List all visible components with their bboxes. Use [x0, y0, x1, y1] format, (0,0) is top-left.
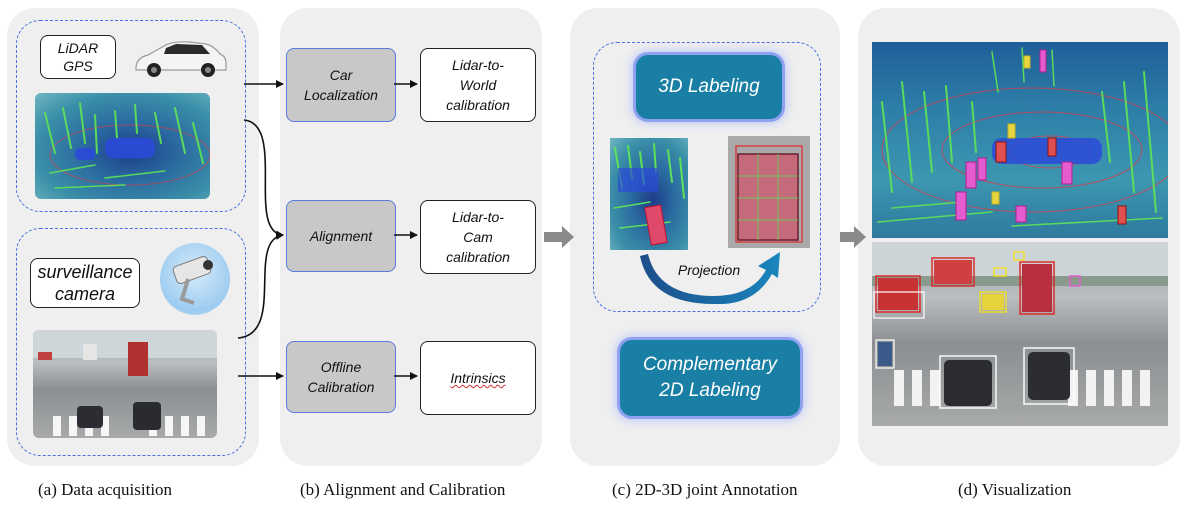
lidar-gps-box: LiDAR GPS [40, 35, 116, 79]
offline-calibration-line1: Offline [320, 359, 362, 375]
projection-group [593, 42, 821, 312]
caption-joint-annotation: (c) 2D-3D joint Annotation [612, 480, 798, 499]
labeling-3d-label: 3D Labeling [658, 76, 760, 97]
lidar-to-cam-line2: Cam [463, 229, 493, 245]
intrinsics-box: Intrinsics [420, 341, 536, 415]
intrinsics-label: Intrinsics [450, 370, 506, 386]
surveillance-camera-image [33, 330, 217, 438]
caption-alignment-calibration: (b) Alignment and Calibration [300, 480, 506, 499]
lidar-to-world-line3: calibration [446, 97, 510, 113]
complementary-2d-labeling-box: Complementary 2D Labeling [620, 340, 800, 416]
car-localization-line2: Localization [304, 87, 378, 103]
lidar-to-world-line2: World [459, 77, 497, 93]
car-localization-box: Car Localization [286, 48, 396, 122]
camera-label: camera [54, 284, 116, 304]
lidar-to-cam-box: Lidar-to- Cam calibration [420, 200, 536, 274]
lidar-to-cam-line3: calibration [446, 249, 510, 265]
caption-visualization: (d) Visualization [958, 480, 1072, 499]
lidar-annotation-image [610, 138, 688, 250]
projection-arrow [640, 248, 786, 305]
projection-label: Projection [666, 260, 752, 280]
caption-data-acquisition: (a) Data acquisition [38, 480, 173, 499]
car-icon [130, 32, 230, 82]
surveillance-camera-icon [160, 243, 230, 315]
lidar-to-world-box: Lidar-to- World calibration [420, 48, 536, 122]
car-localization-line1: Car [329, 67, 353, 83]
complementary-line2: 2D Labeling [659, 380, 761, 401]
surveillance-label: surveillance [37, 262, 133, 282]
camera-visualization-image [872, 242, 1168, 426]
surveillance-group [16, 228, 246, 456]
alignment-label: Alignment [309, 228, 373, 244]
alignment-box: Alignment [286, 200, 396, 272]
lidar-point-cloud-image [35, 93, 210, 199]
surveillance-camera-box: surveillance camera [30, 258, 140, 308]
lidar-to-cam-line1: Lidar-to- [452, 209, 504, 225]
lidar-to-world-line1: Lidar-to- [452, 57, 504, 73]
truck-annotation-image [728, 136, 810, 248]
lidar-label: LiDAR [57, 40, 99, 56]
lidar-visualization-image [872, 42, 1168, 238]
labeling-3d-box: 3D Labeling [636, 55, 782, 119]
offline-calibration-line2: Calibration [307, 379, 375, 395]
complementary-line1: Complementary [642, 354, 778, 375]
offline-calibration-box: Offline Calibration [286, 341, 396, 413]
lidar-gps-group [16, 20, 246, 212]
projection-text: Projection [677, 262, 741, 278]
gps-label: GPS [63, 58, 93, 74]
